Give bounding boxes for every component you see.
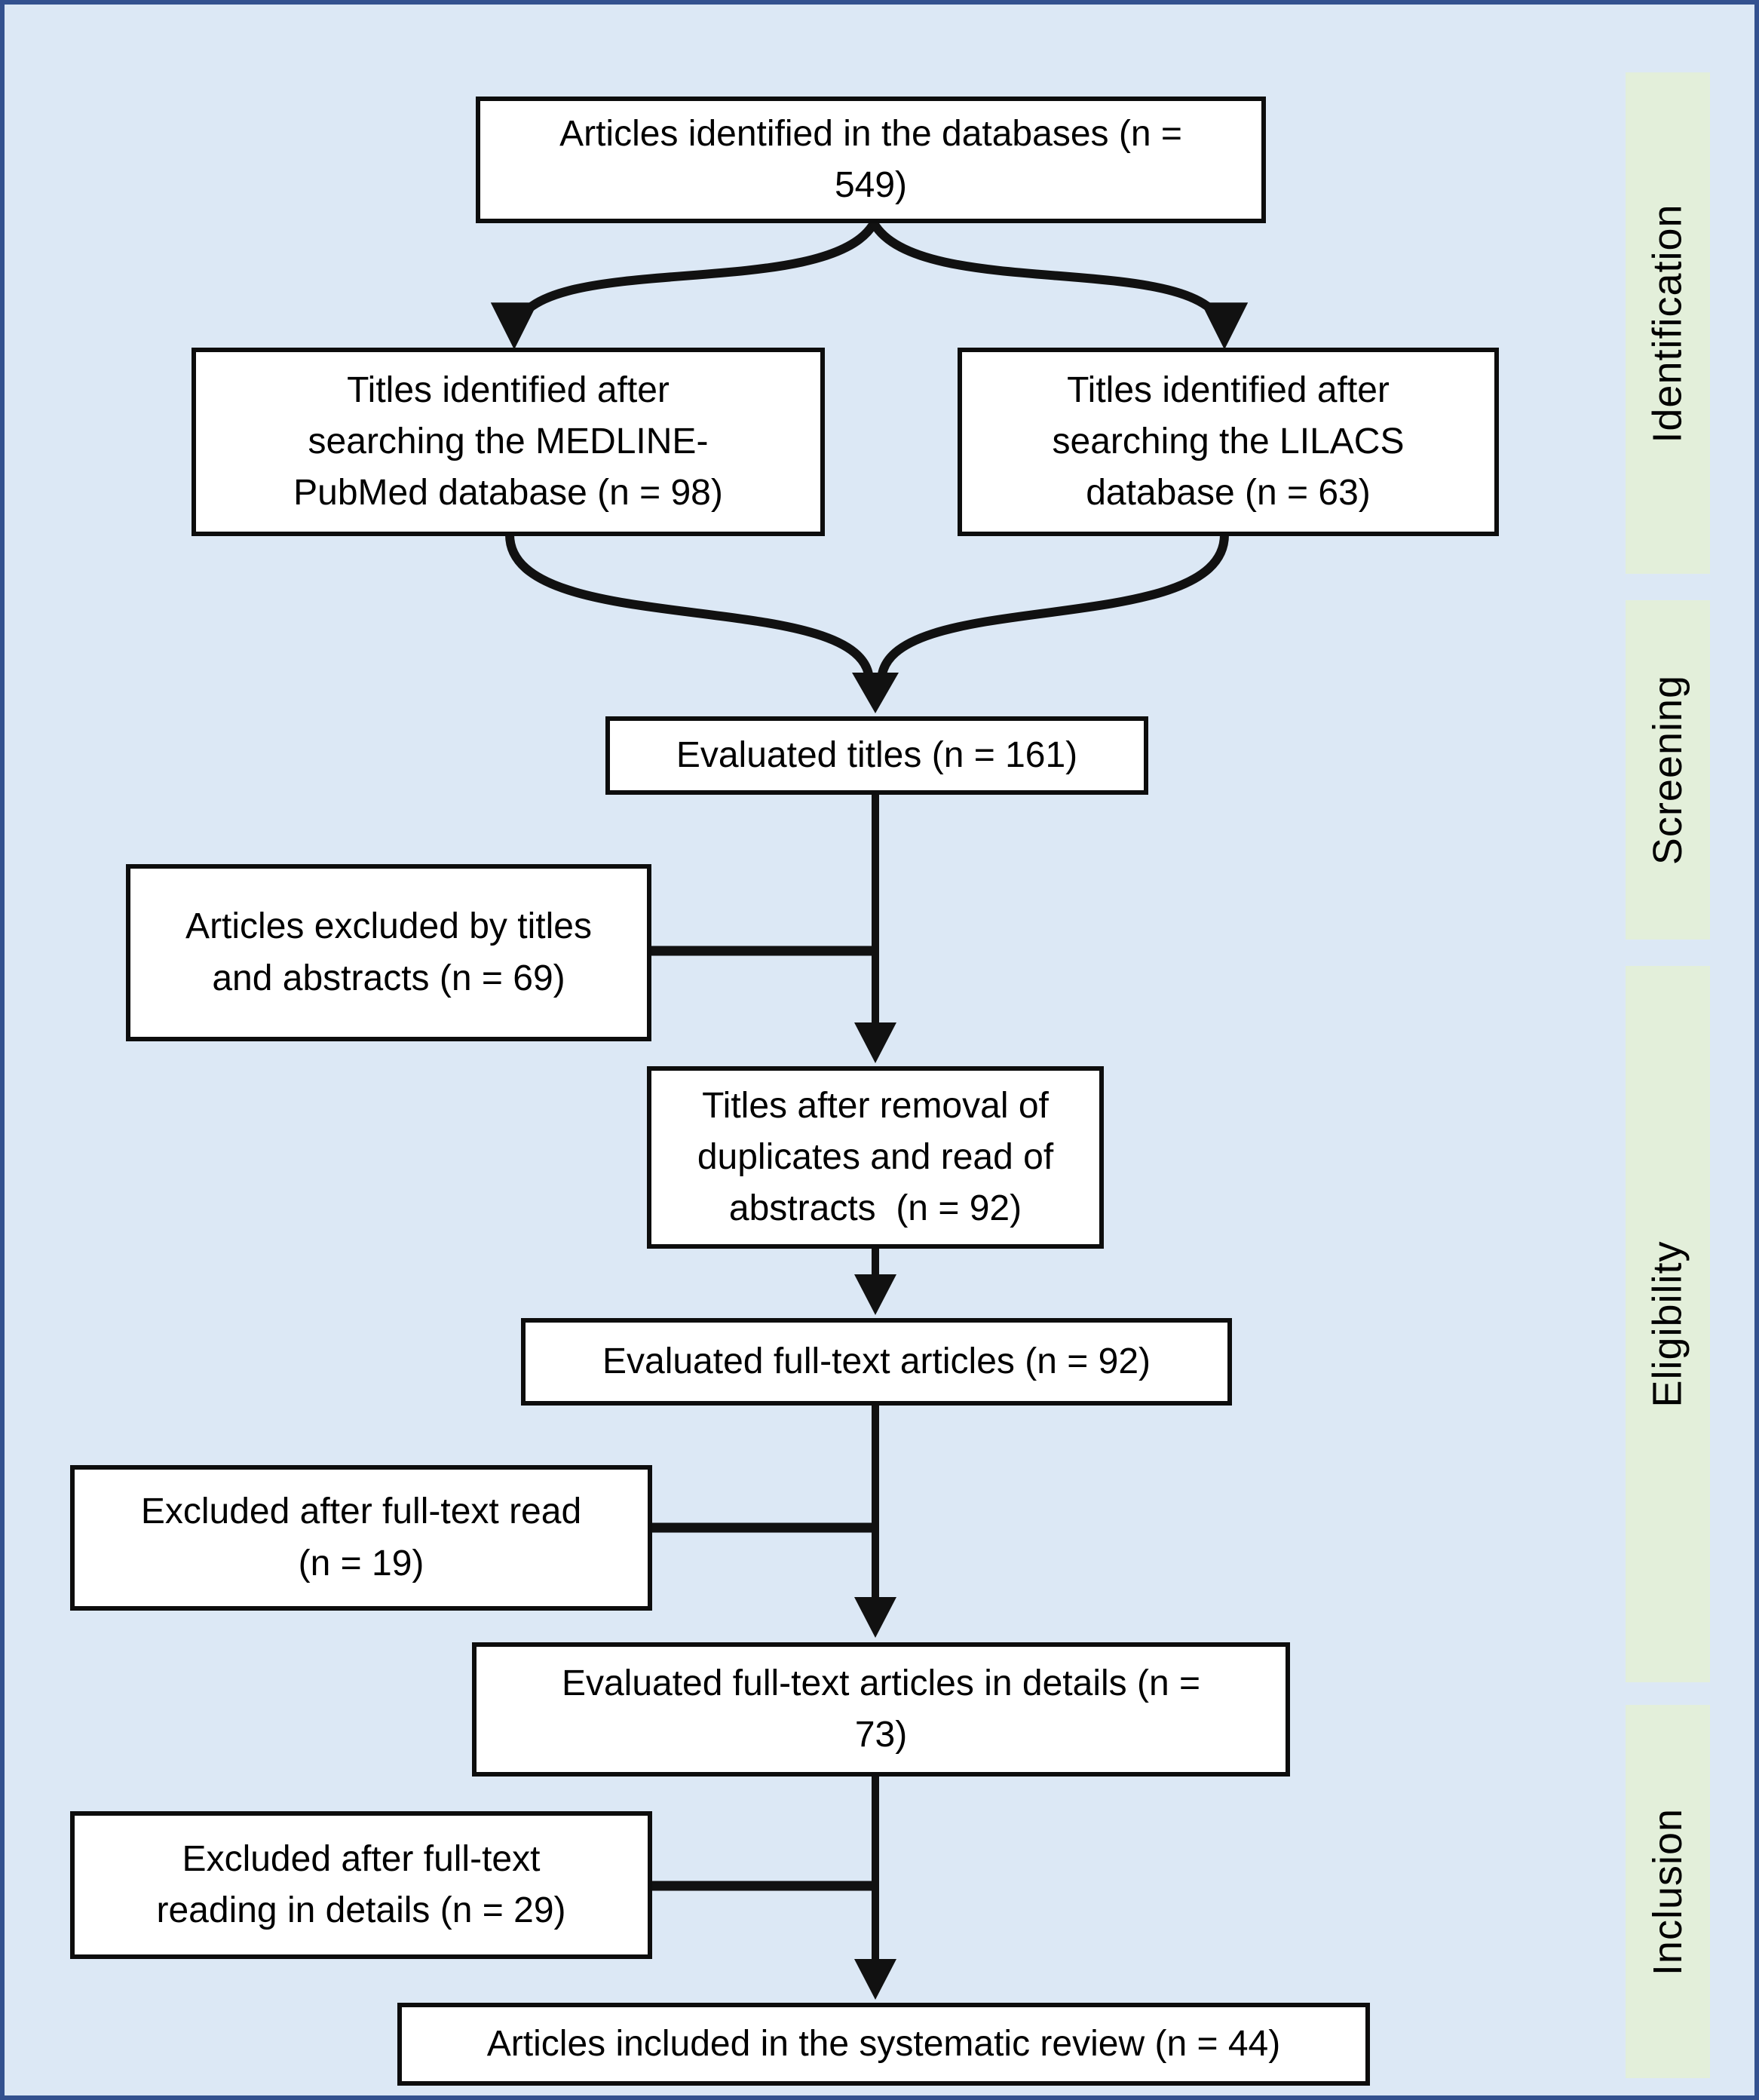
box-titles-medline: Titles identified after searching the ME… [192,348,825,536]
box-text-line: (n = 19) [298,1543,424,1583]
box-text-line: Evaluated titles (n = 161) [676,734,1078,775]
box-evaluated-in-details: Evaluated full-text articles in details … [472,1642,1290,1777]
stage-band-inclusion: Inclusion [1626,1705,1710,2078]
box-text-line: Excluded after full-text [182,1838,541,1879]
merge-curve-left [505,530,874,686]
box-text-line: Articles included in the systematic revi… [486,2023,1281,2064]
box-text-line: abstracts (n = 92) [728,1188,1022,1229]
box-text-line: Evaluated full-text articles in details … [561,1663,1201,1703]
box-text-line: Excluded after full-text read [140,1491,582,1532]
arrowhead-icon [854,1597,896,1638]
arrowhead-icon [854,1274,896,1315]
arrowhead-icon [854,1022,896,1063]
box-text-line: duplicates and read of [697,1136,1054,1177]
box-titles-lilacs: Titles identified after searching the LI… [958,348,1499,536]
arrowhead-icon [854,1959,896,2000]
box-evaluated-titles: Evaluated titles (n = 161) [605,716,1148,795]
box-text-line: Titles after removal of [702,1085,1049,1126]
box-text-line: searching the LILACS [1052,421,1405,461]
box-text-line: Titles identified after [1067,369,1390,410]
box-text-line: searching the MEDLINE- [308,421,709,461]
box-text-line: and abstracts (n = 69) [212,958,565,998]
stage-band-identification: Identification [1626,72,1710,574]
box-text-line: Articles excluded by titles [185,906,592,947]
box-excluded-by-titles: Articles excluded by titles and abstract… [126,864,651,1041]
box-text-line: Titles identified after [347,369,670,410]
stage-band-screening: Screening [1626,600,1710,940]
split-arrow-right [869,219,1249,350]
box-text-line: 549) [834,165,908,205]
box-text-line: reading in details (n = 29) [156,1890,566,1930]
box-text-line: PubMed database (n = 98) [293,473,723,514]
box-text-line: database (n = 63) [1086,473,1371,514]
box-text-line: Articles identified in the databases (n … [559,113,1182,154]
box-text-line: Evaluated full-text articles (n = 92) [602,1341,1151,1381]
stage-band-eligibility: Eligibility [1626,966,1710,1682]
box-titles-after-removal: Titles after removal of duplicates and r… [647,1066,1104,1249]
box-text-line: 73) [854,1715,908,1755]
merge-curve-right [877,530,1229,686]
connector-overlay [490,219,1249,2000]
box-articles-included: Articles included in the systematic revi… [397,2003,1370,2086]
box-articles-identified: Articles identified in the databases (n … [476,97,1266,223]
box-excluded-fulltext: Excluded after full-text read (n = 19) [70,1465,652,1611]
split-arrow-left [490,219,878,350]
box-excluded-in-details: Excluded after full-text reading in deta… [70,1811,652,1959]
merge-arrowhead-icon [852,673,899,713]
box-evaluated-fulltext: Evaluated full-text articles (n = 92) [521,1318,1232,1406]
